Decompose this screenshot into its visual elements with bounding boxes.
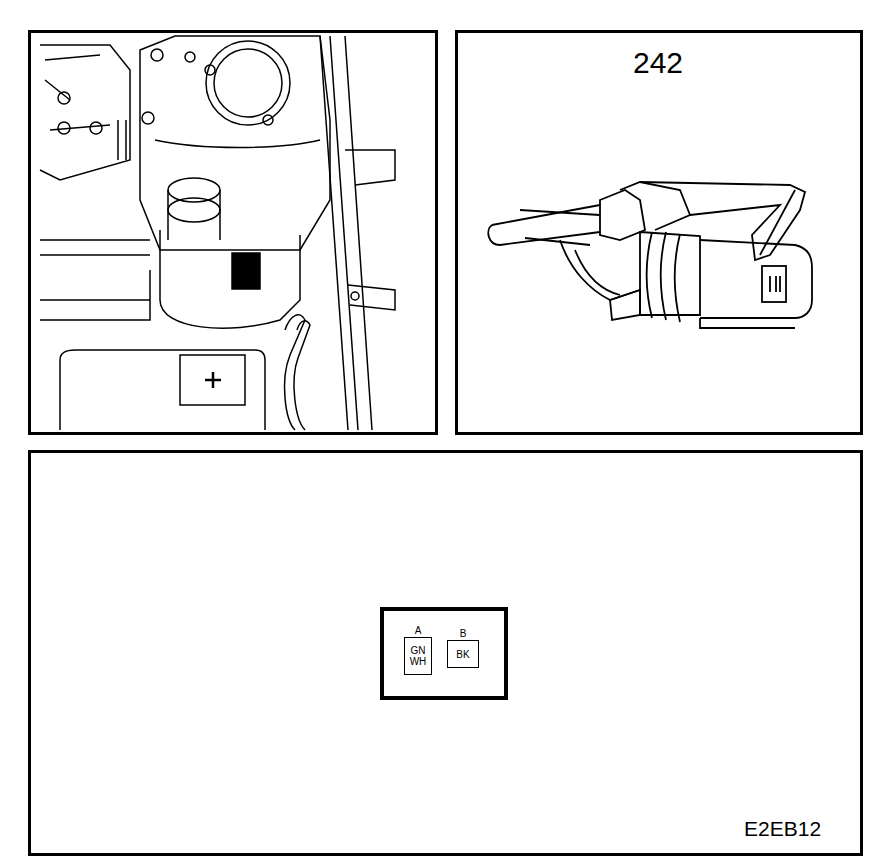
wire-color: GN WH [410,645,427,667]
wire-color: BK [456,649,469,660]
pin-letter: B [448,629,478,639]
engine-bay-drawing [40,36,395,430]
pin-cavity: BBK [447,640,479,668]
panel-frame [457,32,862,434]
pin-cavity: AGN WH [404,637,432,675]
connector-face [382,609,506,698]
figure-code: E2EB12 [744,818,821,839]
connector-drawing [488,182,812,328]
pin-letter: A [405,626,431,636]
panel-frame [30,32,437,434]
callout-number: 242 [633,48,683,78]
panel-frame [30,452,862,855]
